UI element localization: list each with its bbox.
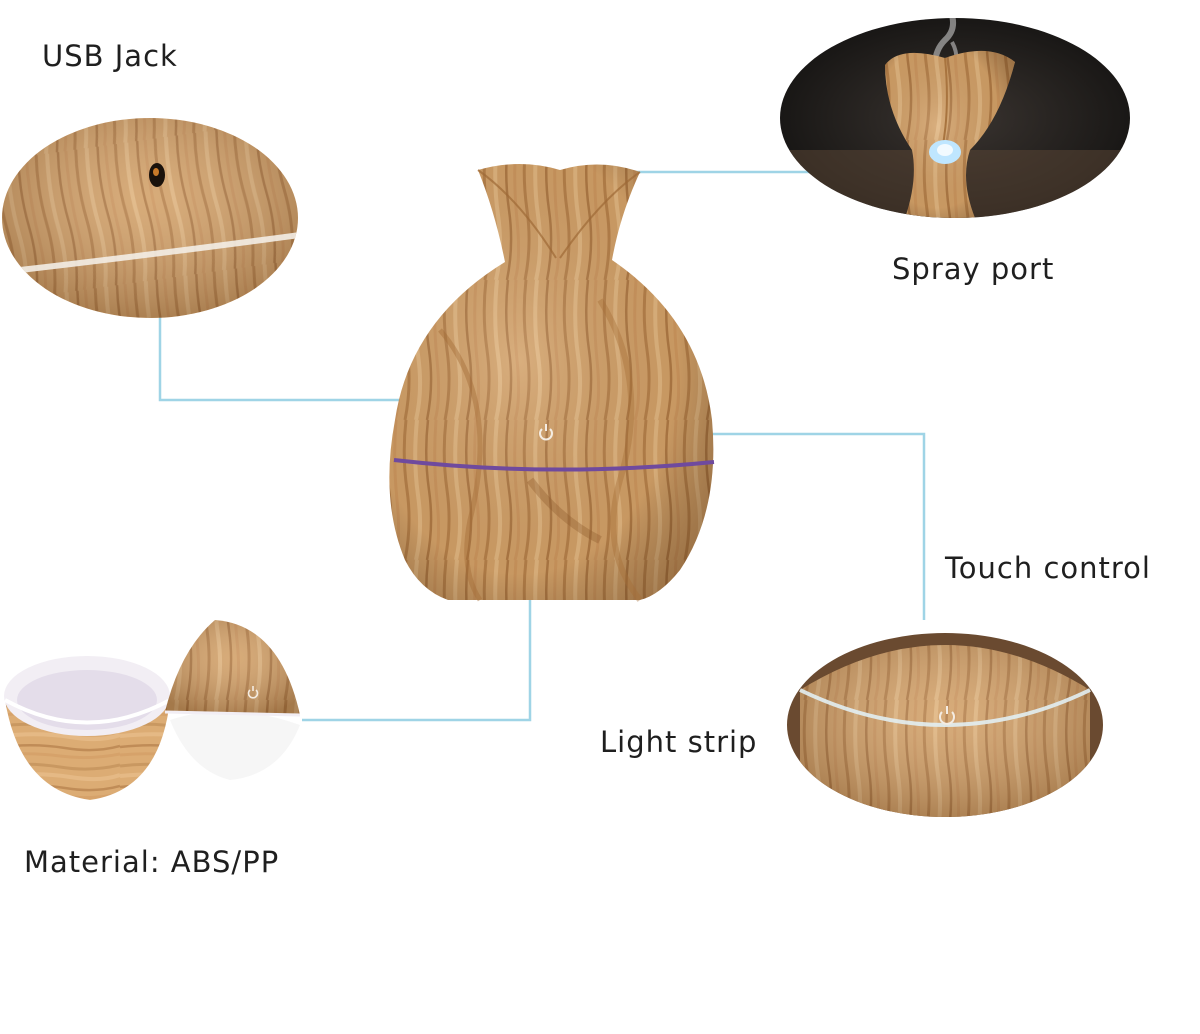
light-strip-band bbox=[393, 458, 715, 472]
diffuser-vase bbox=[389, 164, 715, 602]
power-icon bbox=[539, 424, 553, 441]
spray-port-detail bbox=[780, 18, 1130, 218]
power-icon-small bbox=[247, 686, 259, 699]
label-light-strip: Light strip bbox=[600, 725, 758, 759]
label-spray-port: Spray port bbox=[892, 252, 1055, 286]
label-material: Material: ABS/PP bbox=[24, 845, 280, 879]
usb-jack-detail bbox=[2, 118, 298, 318]
connector-material bbox=[302, 588, 532, 722]
power-icon-touch bbox=[939, 706, 955, 725]
label-usb-jack: USB Jack bbox=[42, 39, 178, 73]
material-detail bbox=[4, 620, 301, 800]
label-touch-control: Touch control bbox=[945, 551, 1151, 585]
touch-control-detail bbox=[787, 633, 1103, 817]
